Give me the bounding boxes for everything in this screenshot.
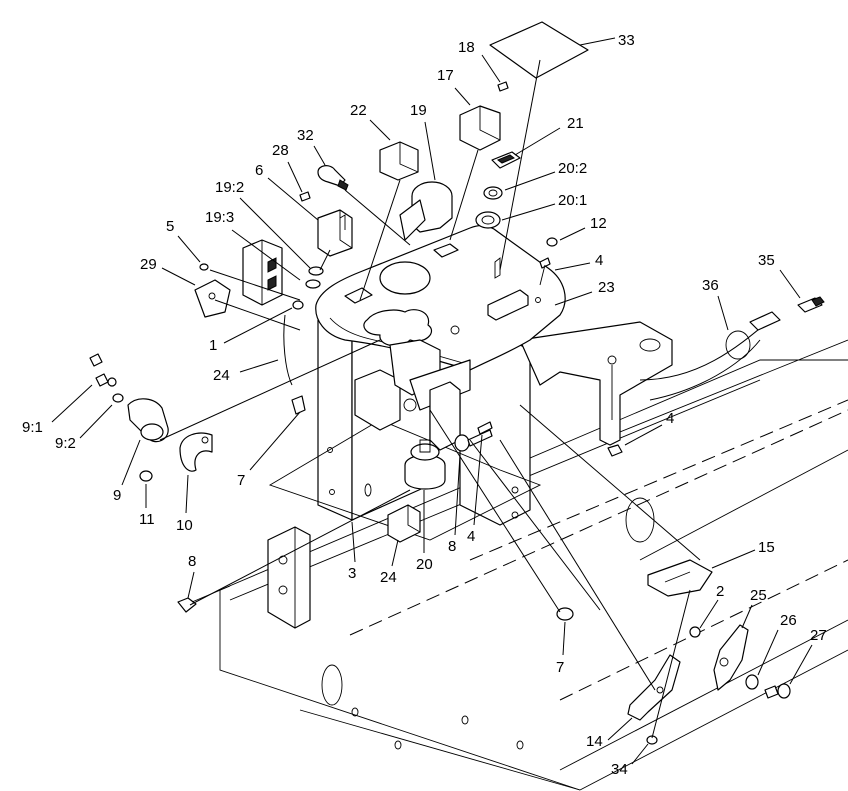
callout-15: 15 bbox=[758, 539, 775, 556]
mounting-bracket bbox=[267, 526, 311, 629]
switch-17 bbox=[459, 105, 501, 151]
callout-34: 34 bbox=[611, 761, 628, 778]
callout-21: 21 bbox=[567, 115, 584, 132]
key-switch bbox=[379, 141, 419, 181]
screw-9-1 bbox=[89, 353, 124, 403]
callout-36: 36 bbox=[702, 277, 719, 294]
nut bbox=[305, 266, 324, 289]
rubber-bushing bbox=[404, 439, 446, 490]
mounting-plate bbox=[647, 559, 713, 597]
callout-4-right: 4 bbox=[666, 410, 674, 427]
callout-20: 20 bbox=[416, 556, 433, 573]
callout-1: 1 bbox=[209, 337, 217, 354]
fuse-block bbox=[242, 239, 283, 306]
indicator-21 bbox=[491, 151, 521, 169]
nut-1 bbox=[292, 300, 304, 310]
callout-4-top: 4 bbox=[595, 252, 603, 269]
washer-20-2 bbox=[483, 186, 503, 200]
callout-11: 11 bbox=[139, 511, 155, 528]
hour-meter bbox=[399, 181, 453, 241]
nut-12 bbox=[546, 237, 558, 247]
screw-28 bbox=[299, 191, 311, 202]
screw-18 bbox=[497, 81, 509, 92]
callout-9-2: 9:2 bbox=[55, 435, 76, 452]
callouts: 33 18 17 22 19 21 32 28 20:2 6 19:2 20:1… bbox=[22, 32, 827, 778]
washer-26 bbox=[745, 674, 759, 690]
callout-17: 17 bbox=[437, 67, 454, 84]
lever bbox=[713, 624, 749, 691]
callout-9: 9 bbox=[113, 487, 121, 504]
connector-35 bbox=[797, 296, 825, 313]
screw-4-right bbox=[607, 444, 623, 457]
nut-5 bbox=[199, 263, 209, 271]
callout-24-top: 24 bbox=[213, 367, 230, 384]
callout-8-left: 8 bbox=[188, 553, 196, 570]
decal-33 bbox=[489, 21, 589, 79]
callout-3: 3 bbox=[348, 565, 356, 582]
callout-19-3: 19:3 bbox=[205, 209, 234, 226]
right-bracket bbox=[519, 321, 673, 446]
frame-rail bbox=[219, 339, 848, 791]
support-column bbox=[268, 299, 542, 541]
callout-18: 18 bbox=[458, 39, 475, 56]
callout-22: 22 bbox=[350, 102, 367, 119]
assembly-lines bbox=[159, 59, 701, 739]
main-panel bbox=[315, 225, 566, 371]
screw-11 bbox=[139, 470, 153, 482]
washer-2 bbox=[689, 626, 701, 638]
callout-12: 12 bbox=[590, 215, 607, 232]
connector-block bbox=[387, 504, 421, 543]
callout-10: 10 bbox=[176, 517, 193, 534]
callout-29: 29 bbox=[140, 256, 157, 273]
callout-23: 23 bbox=[598, 279, 615, 296]
callout-27: 27 bbox=[810, 627, 827, 644]
washer-20-1 bbox=[475, 211, 501, 229]
callout-28: 28 bbox=[272, 142, 289, 159]
callout-19: 19 bbox=[410, 102, 427, 119]
wire-harness bbox=[639, 311, 781, 401]
bolt-7-right bbox=[556, 607, 574, 621]
relay bbox=[317, 209, 353, 257]
bolt-27 bbox=[764, 683, 791, 699]
bolt-8-left bbox=[177, 585, 231, 613]
screw-4-top bbox=[539, 257, 551, 286]
callout-32: 32 bbox=[297, 127, 314, 144]
callout-4-center: 4 bbox=[467, 528, 475, 545]
filter-canister bbox=[127, 398, 169, 443]
callout-26: 26 bbox=[780, 612, 797, 629]
callout-19-2: 19:2 bbox=[215, 179, 244, 196]
spacer bbox=[291, 395, 306, 415]
callout-20-1: 20:1 bbox=[558, 192, 587, 209]
callout-6: 6 bbox=[255, 162, 263, 179]
clamp bbox=[179, 432, 213, 472]
callout-8-center: 8 bbox=[448, 538, 456, 555]
callout-14: 14 bbox=[586, 733, 603, 750]
callout-24-bottom: 24 bbox=[380, 569, 397, 586]
callout-25: 25 bbox=[750, 587, 767, 604]
callout-7-left: 7 bbox=[237, 472, 245, 489]
callout-9-1: 9:1 bbox=[22, 419, 43, 436]
callout-2: 2 bbox=[716, 583, 724, 600]
callout-7-right: 7 bbox=[556, 659, 564, 676]
callout-20-2: 20:2 bbox=[558, 160, 587, 177]
screw bbox=[477, 421, 493, 435]
callout-5: 5 bbox=[166, 218, 174, 235]
callout-33: 33 bbox=[618, 32, 635, 49]
lamp bbox=[317, 165, 349, 191]
callout-35: 35 bbox=[758, 252, 775, 269]
bracket-29 bbox=[194, 279, 231, 318]
